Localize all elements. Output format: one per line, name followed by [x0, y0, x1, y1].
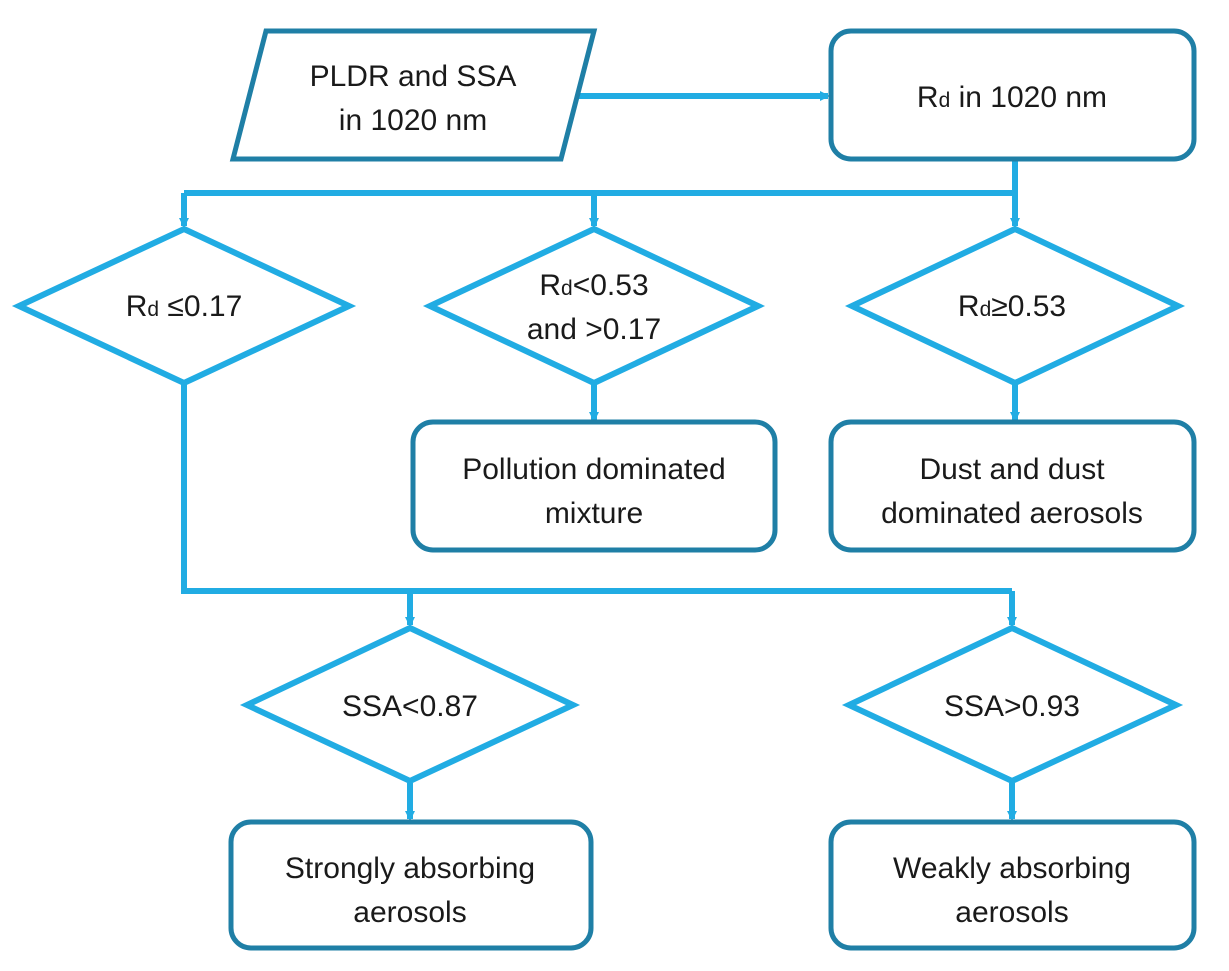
connectors — [179, 91, 1020, 821]
svg-text:Rd in 1020 nm: Rd in 1020 nm — [917, 81, 1107, 114]
outcome-pollution-box — [410, 419, 778, 553]
svg-text:dominated aerosols: dominated aerosols — [881, 497, 1143, 530]
decision-ssa-low-text: SSA<0.87 — [342, 690, 478, 723]
decision-low-symbol: R — [126, 290, 148, 323]
decision-mid-symbol: R — [539, 269, 561, 302]
outcome-dust-line2: dominated aerosols — [881, 497, 1143, 530]
svg-text:Rd ≤0.17: Rd ≤0.17 — [126, 290, 243, 323]
rd-box-subscript: d — [939, 89, 951, 112]
outcome-weak: Weakly absorbing aerosols — [828, 819, 1197, 951]
decision-ssa-high: SSA>0.93 — [841, 624, 1184, 785]
decision-mid-text: <0.53 — [573, 269, 649, 302]
decision-low: Rd ≤0.17 — [11, 225, 357, 387]
svg-text:Dust and dust: Dust and dust — [919, 453, 1105, 486]
outcome-pollution-line2: mixture — [545, 497, 643, 530]
svg-text:in 1020 nm: in 1020 nm — [339, 104, 487, 137]
svg-text:SSA>0.93: SSA>0.93 — [944, 690, 1080, 723]
outcome-pollution: Pollution dominated mixture — [410, 419, 778, 553]
svg-text:aerosols: aerosols — [353, 896, 466, 929]
decision-ssa-high-text: SSA>0.93 — [944, 690, 1080, 723]
input-line2: in 1020 nm — [339, 104, 487, 137]
input-node: PLDR and SSA in 1020 nm — [229, 28, 598, 162]
outcome-weak-line2: aerosols — [955, 896, 1068, 929]
decision-mid-subscript: d — [561, 277, 573, 300]
decision-high-subscript: d — [980, 298, 992, 321]
decision-ssa-low-diamond — [239, 624, 581, 785]
decision-low-subscript: d — [147, 298, 159, 321]
input-parallelogram — [229, 28, 598, 162]
outcome-strong-box — [228, 819, 594, 951]
decision-high-text: ≥0.53 — [991, 290, 1066, 323]
decision-mid-diamond — [422, 225, 766, 387]
svg-text:and >0.17: and >0.17 — [527, 313, 661, 346]
svg-text:Pollution dominated: Pollution dominated — [462, 453, 726, 486]
svg-text:Rd<0.53: Rd<0.53 — [539, 269, 648, 302]
outcome-strong-line2: aerosols — [353, 896, 466, 929]
decision-high-diamond — [844, 225, 1186, 387]
outcome-strong: Strongly absorbing aerosols — [228, 819, 594, 951]
outcome-weak-line1: Weakly absorbing — [893, 852, 1131, 885]
outcome-pollution-line1: Pollution dominated — [462, 453, 726, 486]
svg-text:Rd≥0.53: Rd≥0.53 — [958, 290, 1066, 323]
input-line1: PLDR and SSA — [310, 60, 517, 93]
svg-text:Weakly absorbing: Weakly absorbing — [893, 852, 1131, 885]
decision-mid: Rd<0.53 and >0.17 — [422, 225, 766, 387]
decision-low-diamond — [11, 225, 357, 387]
decision-high: Rd≥0.53 — [844, 225, 1186, 387]
outcome-dust-line1: Dust and dust — [919, 453, 1105, 486]
rd-box — [828, 28, 1197, 162]
svg-text:aerosols: aerosols — [955, 896, 1068, 929]
decision-ssa-high-diamond — [841, 624, 1184, 785]
svg-text:mixture: mixture — [545, 497, 643, 530]
rd-node: Rd in 1020 nm — [828, 28, 1197, 162]
outcome-dust: Dust and dust dominated aerosols — [828, 419, 1197, 553]
svg-text:Strongly absorbing: Strongly absorbing — [285, 852, 535, 885]
decision-high-symbol: R — [958, 290, 980, 323]
svg-text:PLDR and SSA: PLDR and SSA — [310, 60, 517, 93]
svg-text:SSA<0.87: SSA<0.87 — [342, 690, 478, 723]
decision-ssa-low: SSA<0.87 — [239, 624, 581, 785]
outcome-weak-box — [828, 819, 1197, 951]
rd-box-symbol: R — [917, 81, 939, 114]
decision-mid-line2: and >0.17 — [527, 313, 661, 346]
outcome-dust-box — [828, 419, 1197, 553]
decision-low-text: ≤0.17 — [159, 290, 242, 323]
outcome-strong-line1: Strongly absorbing — [285, 852, 535, 885]
branch-line-bottom — [181, 383, 1012, 594]
rd-box-text: in 1020 nm — [950, 81, 1107, 114]
branch-line-top — [184, 160, 1018, 196]
